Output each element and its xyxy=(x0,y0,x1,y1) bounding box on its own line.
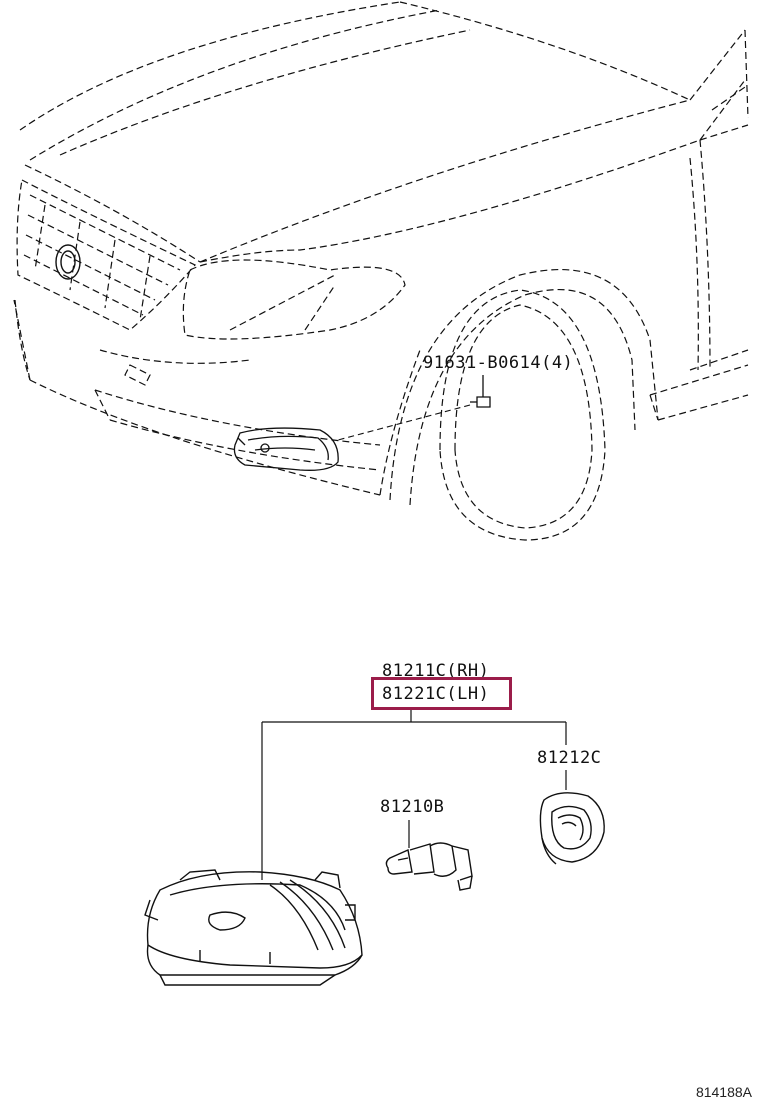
figure-reference-number: 814188A xyxy=(695,1084,752,1100)
bulb-icon xyxy=(385,842,473,891)
fog-lamp-assembly-icon xyxy=(144,869,363,986)
selected-part-highlight xyxy=(371,677,512,710)
bulb-part-label: 81210B xyxy=(380,797,445,817)
emblem-icon xyxy=(55,244,81,280)
bolt-icon xyxy=(470,375,491,408)
fog-lamp-installed-icon xyxy=(233,427,339,471)
socket-part-label: 81212C xyxy=(537,748,602,768)
bolt-part-label: 91631-B0614(4) xyxy=(423,353,574,373)
bolt-leader-line xyxy=(337,404,471,441)
socket-icon xyxy=(539,792,605,865)
assembly-lh-part-label: 81221C(LH) xyxy=(382,684,490,704)
assembly-connector-lines xyxy=(261,708,567,880)
assembly-rh-part-label: 81211C(RH) xyxy=(382,661,490,681)
car-front-outline xyxy=(13,1,749,541)
